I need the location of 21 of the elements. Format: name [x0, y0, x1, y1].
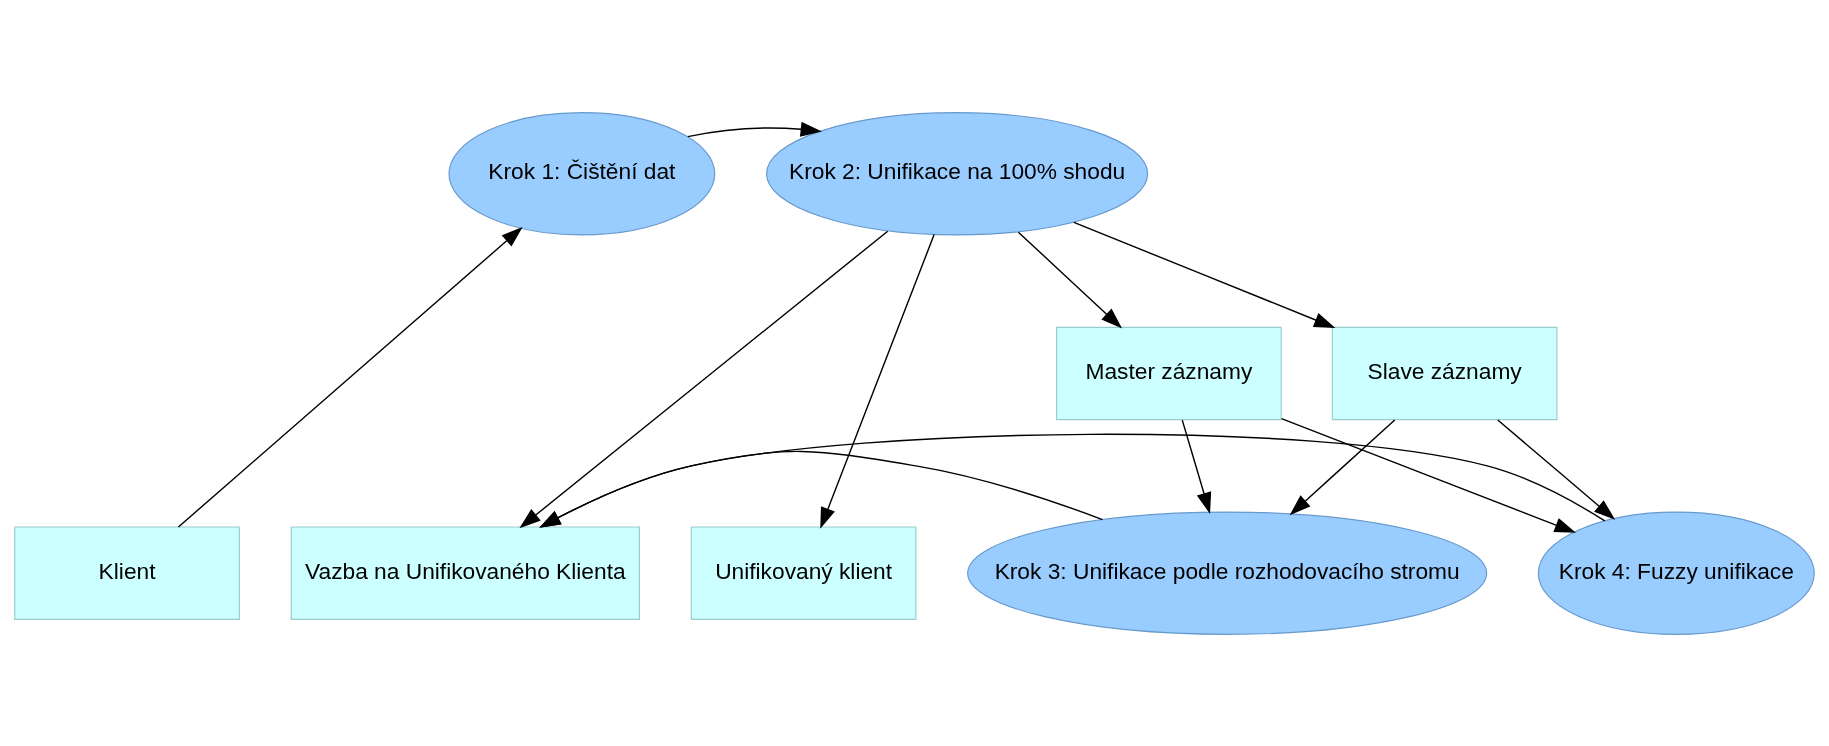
node-box: Vazba na Unifikovaného Klienta — [290, 525, 640, 620]
arrow — [177, 226, 523, 528]
node-box: Slave záznamy — [1331, 326, 1558, 420]
node-ellipse: Krok 4: Fuzzy unifikace — [1537, 511, 1815, 635]
node-ellipse: Krok 2: Unifikace na 100% shodu — [765, 111, 1149, 235]
arrow — [820, 233, 935, 529]
arrow — [539, 450, 1104, 528]
node-box: Master záznamy — [1056, 326, 1282, 420]
arrow — [1073, 221, 1336, 328]
arrow — [687, 121, 822, 137]
arrow — [539, 433, 1606, 528]
node-ellipse: Krok 3: Unifikace podle rozhodovacího stromu — [967, 511, 1488, 635]
arrow — [1017, 230, 1123, 329]
arrow — [519, 230, 889, 528]
node-box: Unifikovaný klient — [690, 525, 917, 620]
arrow — [1497, 418, 1616, 520]
arrow — [1280, 417, 1576, 533]
node-box: Klient — [14, 525, 240, 620]
node-ellipse: Krok 1: Čištění dat — [448, 111, 716, 235]
arrow — [1181, 418, 1212, 514]
arrow — [1289, 418, 1396, 515]
